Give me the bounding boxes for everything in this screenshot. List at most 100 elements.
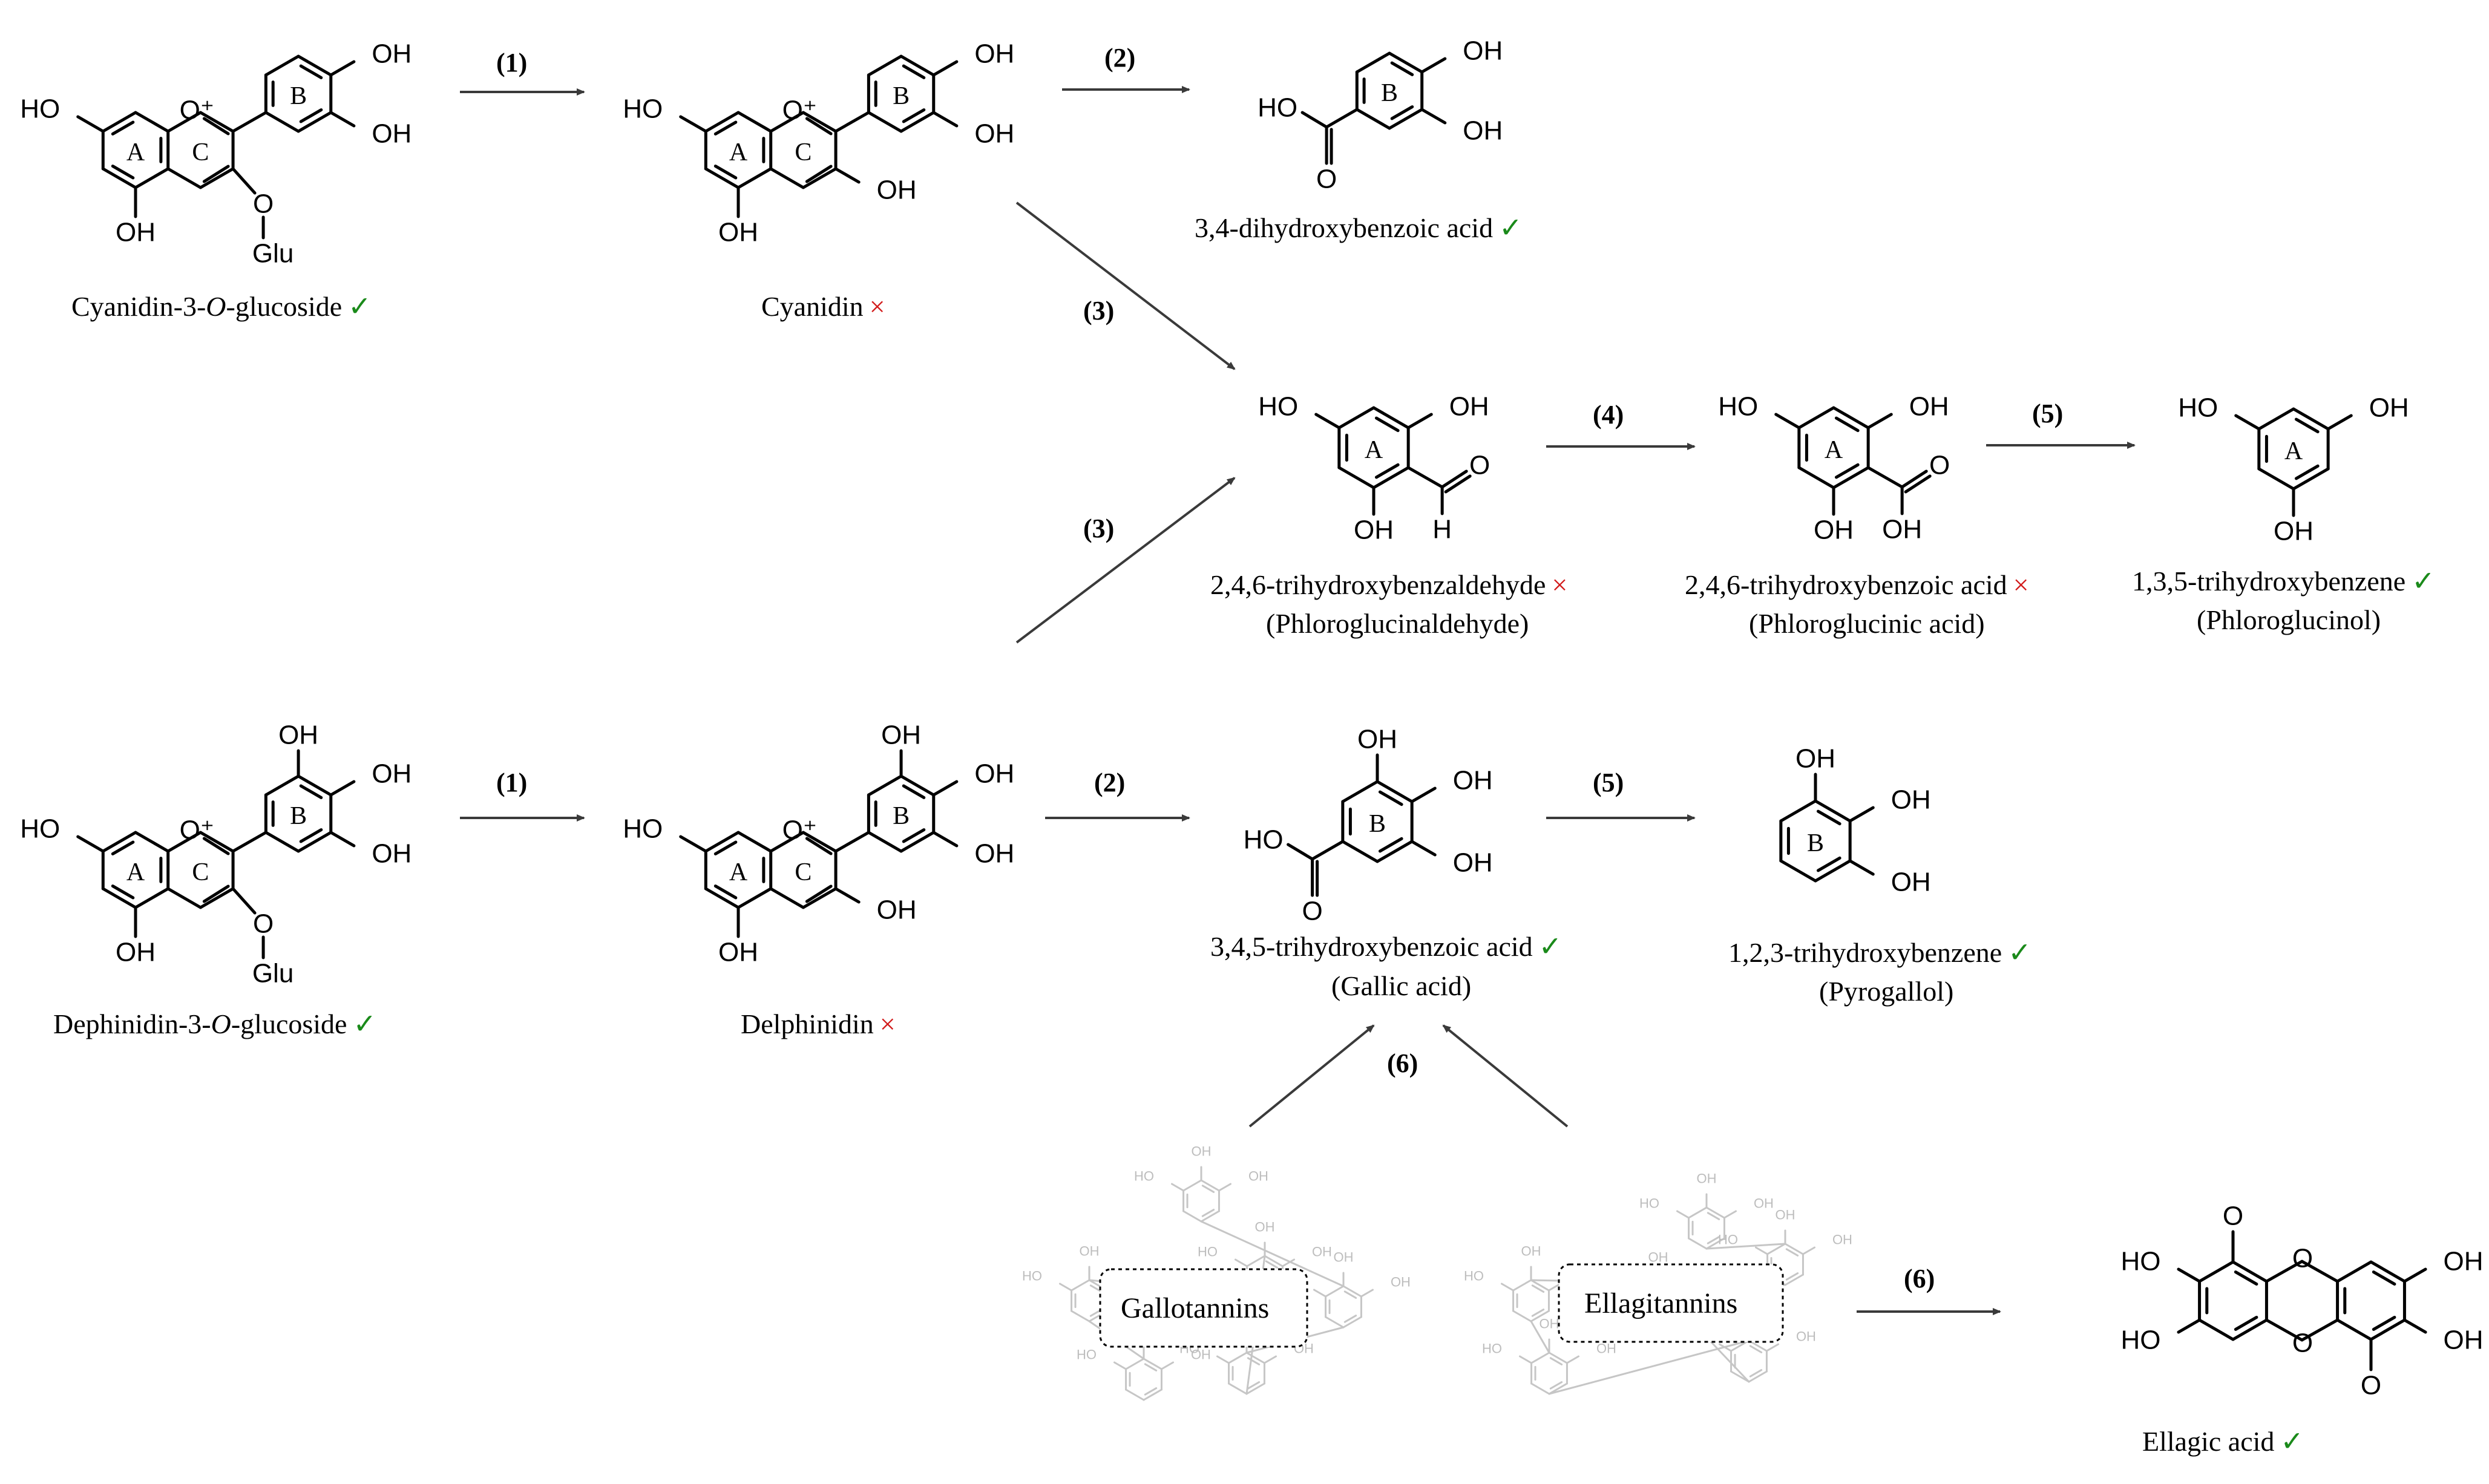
bond (1531, 1309, 1545, 1317)
bond (902, 64, 926, 79)
bond (1784, 1273, 1804, 1286)
label-trihydroxybenzaldehyde: 2,4,6-trihydroxybenzaldehyde× (1210, 569, 1567, 600)
hydroxyl-label: OH (1795, 744, 1835, 774)
bond (1797, 466, 1835, 489)
hydroxyl-label: OH (1312, 1244, 1332, 1260)
hydroxyl-label: OH (881, 721, 921, 750)
ellagitannins-box: Ellagitannins (1558, 1263, 1784, 1343)
ring-label-c: C (192, 858, 209, 886)
bond (1071, 1279, 1090, 1292)
hydroxyl-label: OH (372, 839, 412, 869)
bond (329, 111, 356, 128)
bond (101, 167, 137, 189)
bond (329, 831, 356, 848)
bond (1848, 859, 1875, 876)
hydroxyl-label: HO (1718, 392, 1758, 422)
carbonyl-oxygen: O (1302, 897, 1322, 926)
step-1-bottom: (1) (496, 768, 527, 797)
bond (1265, 1260, 1279, 1269)
hydroxyl-label: HO (20, 94, 60, 124)
bond (299, 828, 323, 843)
bond (166, 887, 202, 909)
bond (1816, 809, 1841, 826)
step-4: (4) (1593, 400, 1624, 430)
hydroxyl-label: OH (372, 39, 412, 69)
bond (2402, 1267, 2427, 1283)
bond (1749, 1345, 1763, 1353)
bond (1200, 1220, 1345, 1287)
carboxyl-hydroxyl: OH (1882, 515, 1922, 544)
ring-label-a: A (126, 139, 145, 166)
bond (2336, 1318, 2373, 1341)
ring-oxygen-cation: O⁺ (782, 96, 817, 125)
bond (198, 831, 235, 853)
bond (1900, 469, 1928, 489)
bond (134, 167, 170, 189)
bond (1705, 1206, 1725, 1219)
bond (805, 884, 833, 903)
bond (1866, 466, 1904, 489)
bond (297, 54, 333, 77)
bond (801, 111, 838, 133)
hydroxyl-label: OH (116, 938, 156, 967)
bond (2300, 1318, 2340, 1342)
bond (1730, 1370, 1750, 1383)
bond (202, 117, 230, 136)
hydroxyl-label: OH (1540, 1316, 1559, 1332)
bond (1834, 463, 1860, 479)
bond (1311, 840, 1345, 861)
bond (1816, 856, 1841, 872)
bond (1388, 51, 1424, 74)
ring-label-a: A (729, 858, 748, 886)
step-3-bottom: (3) (1083, 514, 1114, 543)
hydroxyl-label: OH (974, 119, 1014, 149)
bond (1376, 840, 1414, 863)
hydroxyl-label: HO (1464, 1269, 1484, 1284)
carboxyl-hydroxyl: HO (1258, 93, 1297, 123)
bond (101, 111, 137, 133)
bond (2198, 1260, 2235, 1283)
ring-oxygen: O (2292, 1244, 2313, 1273)
bond (202, 884, 230, 903)
bond (1182, 1210, 1202, 1223)
hydroxyl-label: OH (2369, 393, 2409, 423)
bond (1440, 469, 1468, 489)
bond (1779, 799, 1817, 823)
label-dihydroxybenzoic-acid: 3,4-dihydroxybenzoic acid✓ (1195, 212, 1523, 243)
bond (902, 784, 926, 799)
hydroxyl-label: OH (1391, 1275, 1411, 1290)
bond (1343, 1290, 1357, 1299)
label-cyanidin-3-o-glucoside: Cyanidin-3-O-glucoside✓ (71, 291, 372, 322)
bond (2372, 1270, 2396, 1286)
bond (1342, 1316, 1362, 1329)
ring-label-c: C (795, 858, 812, 886)
bond (1113, 1361, 1127, 1370)
hydroxyl-label: OH (1832, 1232, 1852, 1247)
hydroxyl-label: OH (372, 119, 412, 149)
bond (1325, 108, 1359, 129)
ring-label-a: A (1825, 436, 1843, 464)
bond (202, 165, 230, 183)
hydroxyl-label: OH (1521, 1244, 1541, 1259)
bond (769, 111, 805, 133)
bond (713, 884, 738, 900)
bond (713, 165, 738, 180)
bond (2177, 1267, 2202, 1283)
bond (1341, 780, 1379, 803)
hydroxyl-label: HO (2120, 1247, 2160, 1276)
bond (805, 165, 833, 183)
bond (1200, 1210, 1220, 1223)
label-trihydroxybenzoic-acid-345: 3,4,5-trihydroxybenzoic acid✓ (1210, 931, 1562, 962)
hydroxyl-label: OH (1463, 36, 1503, 66)
bond (1059, 1283, 1073, 1292)
compound-labels: Cyanidin-3-O-glucoside✓ Cyanidin× 3,4-di… (53, 212, 2435, 1457)
bond (769, 831, 805, 853)
bond (101, 887, 137, 909)
bond (1531, 1284, 1545, 1293)
label-trihydroxybenzoic-acid-246: 2,4,6-trihydroxybenzoic acid× (1685, 569, 2029, 600)
bond (1410, 786, 1437, 803)
bond (1512, 1310, 1532, 1322)
